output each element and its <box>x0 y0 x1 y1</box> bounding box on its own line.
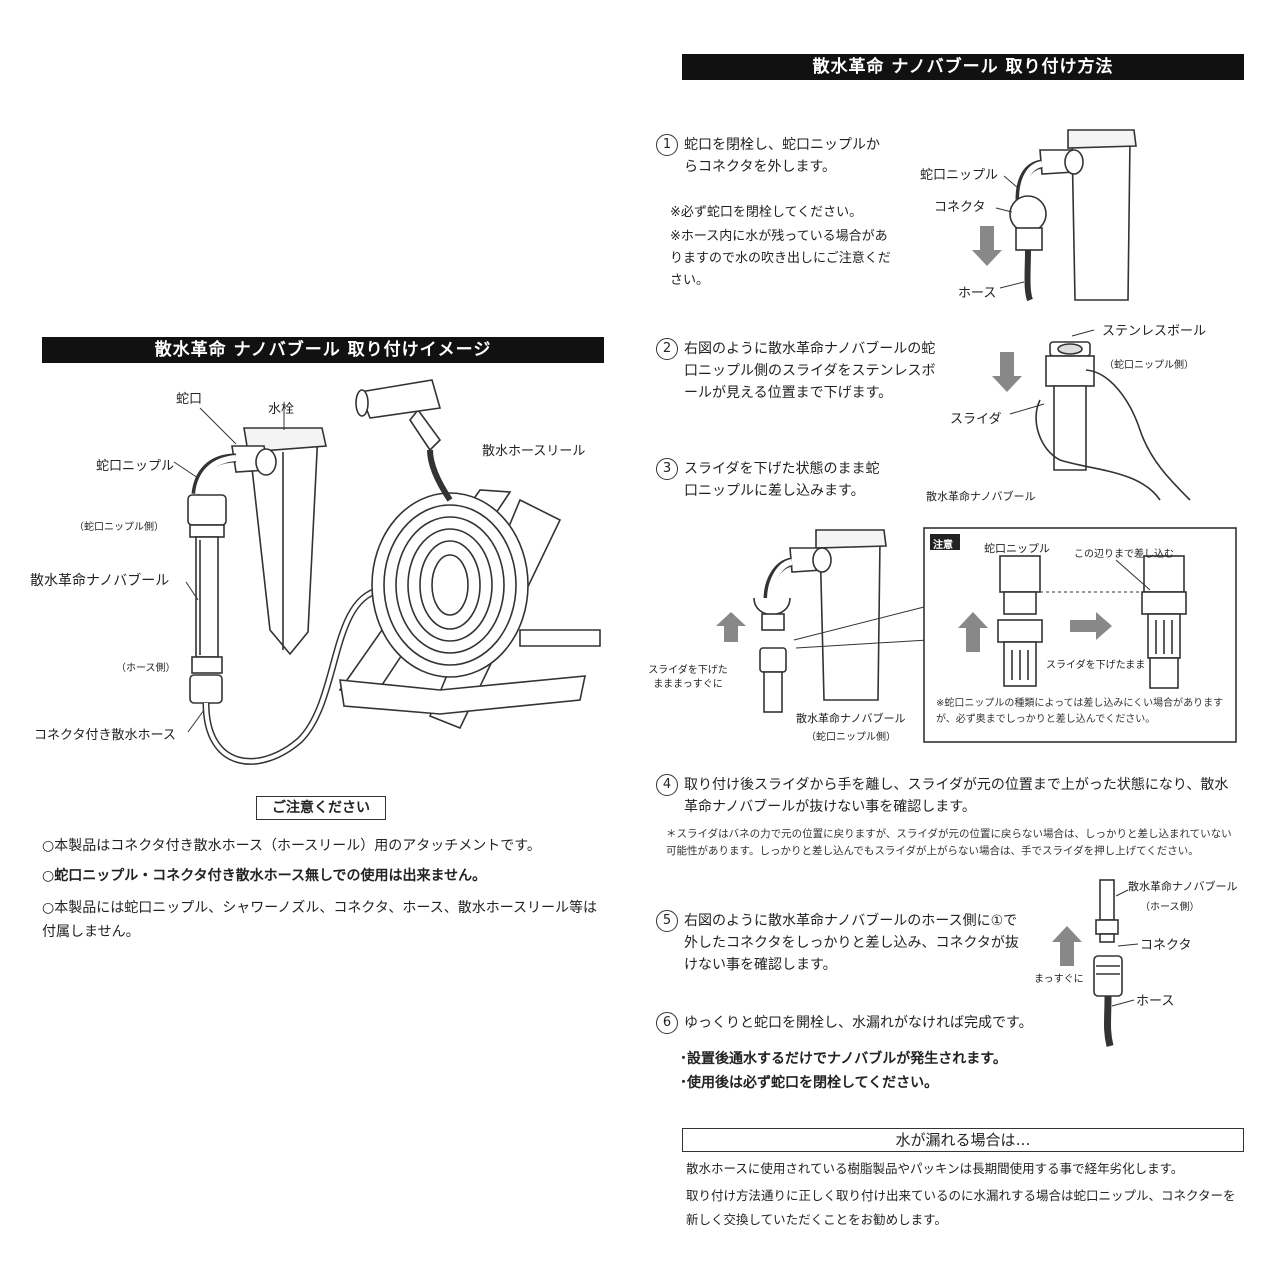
step-6: 6 ゆっくりと蛇口を開栓し、水漏れがなければ完成です。 <box>656 1012 1056 1034</box>
left-section-title: 散水革命 ナノバブール 取り付けイメージ <box>42 337 604 363</box>
step-3-text: スライダを下げた状態のまま蛇口ニップルに差し込みます。 <box>684 461 880 499</box>
step-5-label-hose-side: （ホース側） <box>1140 902 1200 913</box>
caution-3: ○本製品には蛇口ニップル、シャワーノズル、コネクタ、ホース、散水ホースリール等は… <box>42 900 597 940</box>
step-1-number: 1 <box>656 134 678 156</box>
step-5-number: 5 <box>656 910 678 932</box>
step-6-number: 6 <box>656 1012 678 1034</box>
final-note-1: ･設置後通水するだけでナノバブルが発生されます。 <box>680 1051 1007 1067</box>
step-3-label-slider-down: スライダを下げたまま <box>1046 660 1146 671</box>
step-1-text: 蛇口を閉栓し、蛇口ニップルからコネクタを外します。 <box>684 137 880 175</box>
leak-text-2: 取り付け方法通りに正しく取り付け出来ているのに水漏れする場合は蛇口ニップル、コネ… <box>686 1188 1236 1227</box>
leak-text-1: 散水ホースに使用されている樹脂製品やパッキンは長期間使用する事で経年劣化します。 <box>686 1161 1184 1176</box>
step-4-note: ＊スライダはバネの力で元の位置に戻りますが、スライダが元の位置に戻らない場合は、… <box>666 828 1232 857</box>
caution-1: ○本製品はコネクタ付き散水ホース（ホースリール）用のアタッチメントです。 <box>42 838 541 854</box>
step-6-text: ゆっくりと蛇口を開栓し、水漏れがなければ完成です。 <box>684 1015 1033 1031</box>
right-section-title: 散水革命 ナノバブール 取り付け方法 <box>682 54 1244 80</box>
step-2-label-ball: ステンレスボール <box>1102 324 1207 339</box>
step-3: 3 スライダを下げた状態のまま蛇口ニップルに差し込みます。 <box>656 458 896 502</box>
label-connector-hose: コネクタ付き散水ホース <box>34 728 176 743</box>
step-1-label-hose: ホース <box>958 286 997 301</box>
step-4: 4 取り付け後スライダから手を離し、スライダが元の位置まで上がった状態になり、散水… <box>656 774 1246 818</box>
step-5: 5 右図のように散水革命ナノバブールのホース側に①で外したコネクタをしっかりと差し… <box>656 910 1026 976</box>
step-1-label-nipple: 蛇口ニップル <box>920 168 999 183</box>
caution-2: ○蛇口ニップル・コネクタ付き散水ホース無しでの使用は出来ません。 <box>42 868 487 884</box>
step-1-note-1: ※必ず蛇口を閉栓してください。 <box>670 205 863 220</box>
step-3-number: 3 <box>656 458 678 480</box>
step-3-label-nipple: 蛇口ニップル <box>984 542 1050 555</box>
label-faucet: 蛇口 <box>176 392 203 407</box>
final-note-2: ･使用後は必ず蛇口を閉栓してください。 <box>680 1075 939 1091</box>
step-3-box-note: ※蛇口ニップルの種類によっては差し込みにくい場合がありますが、必ず奥までしっかり… <box>936 698 1224 725</box>
step-1-note-2: ※ホース内に水が残っている場合がありますので水の吹き出しにご注意ください。 <box>670 229 891 288</box>
step-5-label-connector: コネクタ <box>1140 938 1192 953</box>
step-3-label-nipple-side: （蛇口ニップル側） <box>806 732 896 743</box>
step-2-text: 右図のように散水革命ナノバブールの蛇口ニップル側のスライダをステンレスボールが見… <box>684 341 936 401</box>
step-1: 1 蛇口を閉栓し、蛇口ニップルからコネクタを外します。 <box>656 134 896 178</box>
step-2-label-product: 散水革命ナノバブール <box>926 490 1036 503</box>
caution-title: ご注意ください <box>256 796 386 820</box>
step-3-caution-tag: 注意 <box>933 540 953 551</box>
step-3-label-slider-down-straight: スライダを下げたまままっすぐに <box>648 665 728 690</box>
label-hydrant: 水栓 <box>268 402 295 417</box>
step-2-label-nipple-side: （蛇口ニップル側） <box>1104 360 1194 371</box>
step-4-text: 取り付け後スライダから手を離し、スライダが元の位置まで上がった状態になり、散水革… <box>684 777 1229 815</box>
step-5-label-straight: まっすぐに <box>1034 974 1084 985</box>
step-3-label-insert-until: この辺りまで差し込む <box>1074 549 1174 560</box>
step-5-label-hose: ホース <box>1136 994 1175 1009</box>
label-hose-side: （ホース側） <box>116 663 176 674</box>
leak-title: 水が漏れる場合は… <box>682 1128 1244 1152</box>
step-5-text: 右図のように散水革命ナノバブールのホース側に①で外したコネクタをしっかりと差し込… <box>684 913 1019 973</box>
step-4-number: 4 <box>656 774 678 796</box>
label-hose-reel: 散水ホースリール <box>482 444 586 459</box>
label-faucet-nipple: 蛇口ニップル <box>96 459 175 474</box>
step-2: 2 右図のように散水革命ナノバブールの蛇口ニップル側のスライダをステンレスボールが… <box>656 338 946 404</box>
step-2-label-slider: スライダ <box>950 412 1002 427</box>
step-5-label-product: 散水革命ナノバブール <box>1128 880 1238 893</box>
step-1-label-connector: コネクタ <box>934 200 986 215</box>
step-3-label-product: 散水革命ナノバブール <box>796 712 906 725</box>
label-nipple-side: （蛇口ニップル側） <box>74 522 164 533</box>
label-product: 散水革命ナノバブール <box>30 573 170 589</box>
step-2-number: 2 <box>656 338 678 360</box>
